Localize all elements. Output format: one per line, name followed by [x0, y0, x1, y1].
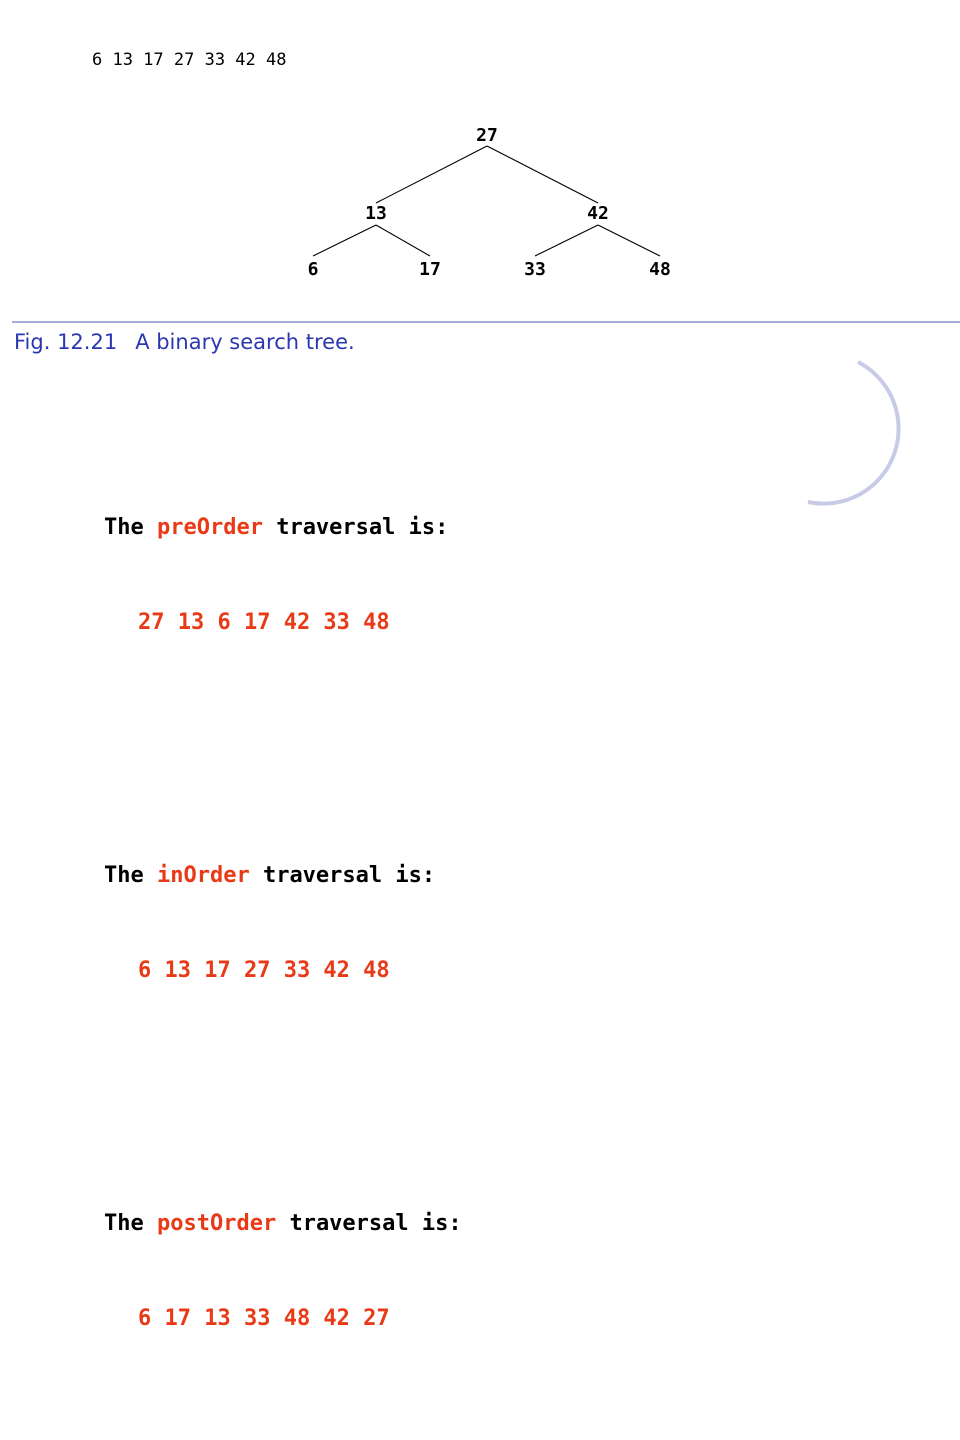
- tree-node-33: 33: [524, 259, 546, 280]
- preorder-keyword: preOrder: [156, 515, 263, 540]
- tree-node-6: 6: [308, 259, 319, 280]
- tree-node-42: 42: [587, 203, 609, 224]
- traversal-results: The preOrder traversal is: 27 13 6 17 42…: [104, 386, 462, 1440]
- figure-number: Fig. 12.21: [14, 330, 118, 354]
- tree-nodes: 27 13 42 6 17 33 48: [308, 125, 671, 280]
- tree-edge-13-17: [375, 224, 431, 257]
- preorder-block: The preOrder traversal is: 27 13 6 17 42…: [104, 449, 462, 701]
- figure-caption: Fig. 12.21 A binary search tree.: [14, 330, 355, 354]
- tree-node-17: 17: [419, 259, 441, 280]
- inorder-sequence: 6 13 17 27 33 42 48: [138, 957, 390, 983]
- tree-edge-27-42: [486, 145, 599, 204]
- binary-search-tree-diagram: 27 13 42 6 17 33 48: [308, 125, 671, 280]
- tree-edge-42-33: [534, 224, 599, 257]
- sorted-input-sequence: 6 13 17 27 33 42 48: [92, 50, 287, 70]
- figure-title: A binary search tree.: [135, 330, 355, 354]
- tree-node-48: 48: [649, 259, 671, 280]
- tree-edge-13-6: [312, 224, 377, 257]
- inorder-heading: The inOrder traversal is:: [104, 863, 436, 888]
- postorder-keyword: postOrder: [156, 1211, 277, 1236]
- tree-node-27: 27: [476, 125, 498, 146]
- preorder-sequence: 27 13 6 17 42 33 48: [138, 609, 390, 635]
- figure-divider: [12, 321, 960, 323]
- postorder-sequence: 6 17 13 33 48 42 27: [138, 1305, 390, 1331]
- tree-node-13: 13: [365, 203, 387, 224]
- inorder-keyword: inOrder: [156, 863, 250, 888]
- tree-edge-42-48: [597, 224, 661, 257]
- tree-edge-27-13: [375, 145, 488, 204]
- postorder-block: The postOrder traversal is: 6 17 13 33 4…: [104, 1145, 462, 1397]
- tree-edges: [312, 145, 661, 257]
- preorder-heading: The preOrder traversal is:: [104, 515, 449, 540]
- inorder-block: The inOrder traversal is: 6 13 17 27 33 …: [104, 797, 462, 1049]
- postorder-heading: The postOrder traversal is:: [104, 1211, 462, 1236]
- decorative-arc-icon: [807, 360, 901, 506]
